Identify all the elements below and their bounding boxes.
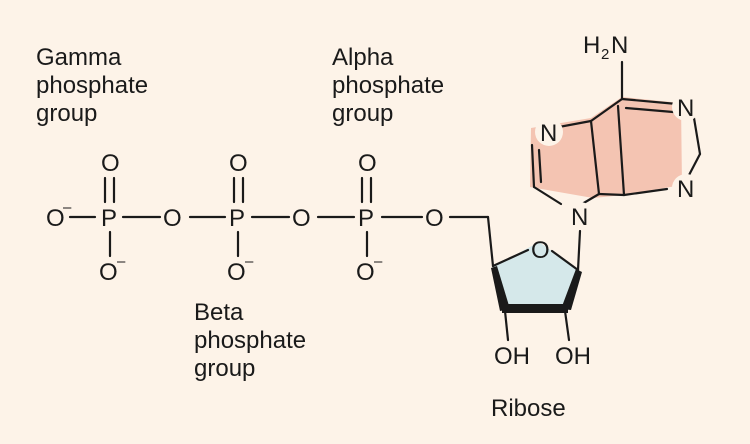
adenine-atoms: N N N N H 2 N: [540, 32, 694, 231]
gamma-phosphate-label: Gamma phosphate group: [36, 44, 148, 128]
bond-lines: [68, 60, 702, 342]
adenine-n1: N: [677, 95, 694, 122]
atom-halos: [535, 93, 700, 230]
ribose-ring-fill: [491, 242, 579, 309]
gamma-label-line-1: Gamma: [36, 44, 122, 71]
alpha-side-oxygen: O: [356, 259, 375, 286]
alpha-label-line-3: group: [332, 100, 394, 127]
gamma-label-line-3: group: [36, 100, 98, 127]
gamma-beta-bridge-oxygen: O: [163, 205, 182, 232]
beta-label-line-3: group: [194, 355, 256, 382]
gamma-label-line-2: phosphate: [36, 72, 149, 99]
gamma-terminal-charge: –: [63, 199, 72, 216]
adenine-n7: N: [540, 120, 557, 147]
beta-side-oxygen: O: [227, 259, 246, 286]
beta-label-line-2: phosphate: [194, 327, 307, 354]
ribose-3-hydroxyl: OH: [555, 343, 591, 370]
alpha-double-bond-oxygen: O: [358, 150, 377, 177]
gamma-side-oxygen: O: [99, 259, 118, 286]
phosphate-chain-atoms: O – P O O – O P O O – O P O O – O: [46, 150, 444, 286]
alpha-phosphorus: P: [358, 205, 374, 232]
ribose-atoms: O OH OH: [494, 237, 591, 370]
alpha-label-line-1: Alpha: [332, 44, 394, 71]
alpha-side-charge: –: [374, 253, 383, 270]
ribose-thick-bonds: [491, 266, 582, 313]
gamma-side-charge: –: [117, 253, 126, 270]
adenine-n9: N: [571, 204, 588, 231]
beta-phosphorus: P: [229, 205, 245, 232]
ribose-2-hydroxyl: OH: [494, 343, 530, 370]
ribose-label: Ribose: [491, 395, 566, 422]
alpha-ribose-bridge-oxygen: O: [425, 205, 444, 232]
beta-label-line-1: Beta: [194, 299, 244, 326]
beta-double-bond-oxygen: O: [229, 150, 248, 177]
beta-alpha-bridge-oxygen: O: [292, 205, 311, 232]
alpha-label-line-2: phosphate: [332, 72, 445, 99]
beta-side-charge: –: [245, 253, 254, 270]
gamma-terminal-oxygen: O: [46, 205, 65, 232]
gamma-phosphorus: P: [101, 205, 117, 232]
ribose-ring-oxygen: O: [531, 237, 550, 264]
gamma-double-bond-oxygen: O: [101, 150, 120, 177]
amino-nitrogen: N: [611, 32, 628, 59]
beta-phosphate-label: Beta phosphate group: [194, 299, 306, 383]
amino-hydrogen-subscript: 2: [601, 46, 609, 63]
amino-hydrogen: H: [583, 32, 600, 59]
purine-ring-fill: [530, 97, 682, 198]
adenine-n3: N: [677, 176, 694, 203]
alpha-phosphate-label: Alpha phosphate group: [332, 44, 444, 128]
